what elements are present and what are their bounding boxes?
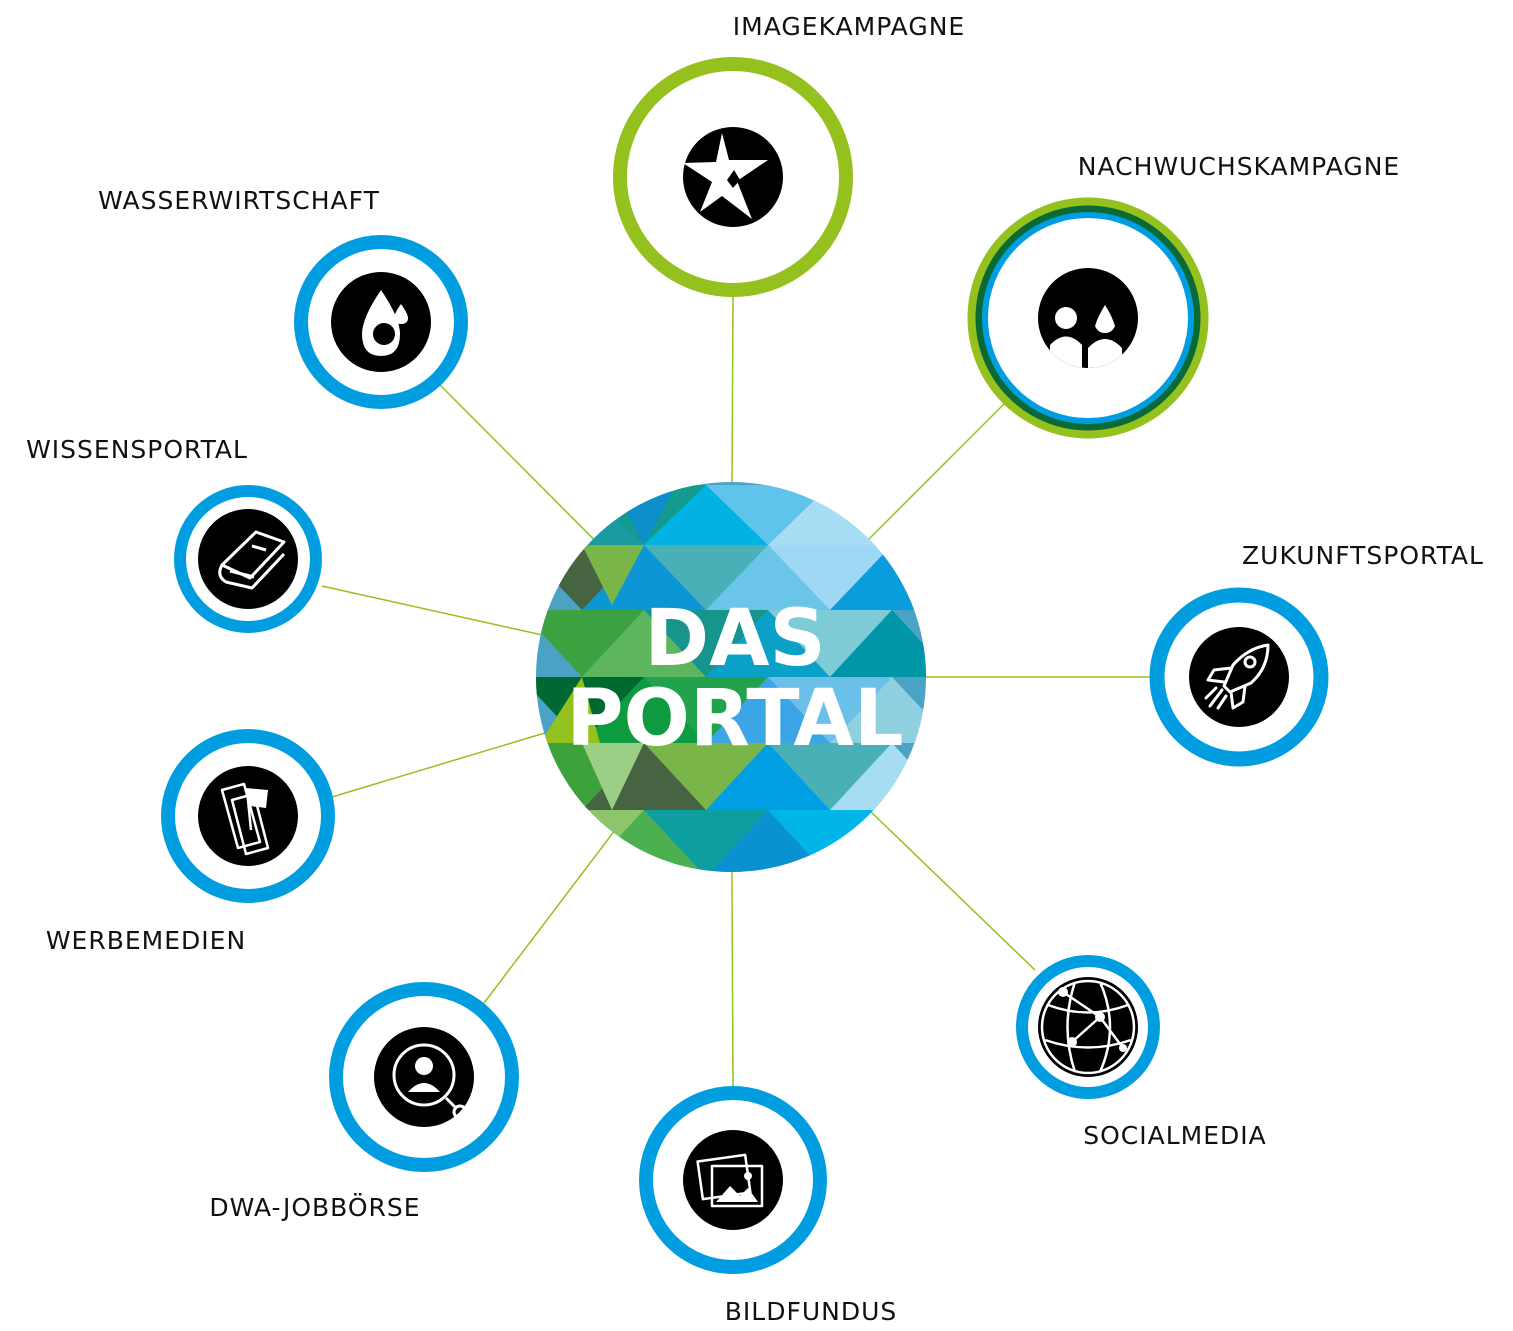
rocket-icon: [1189, 627, 1289, 727]
label-bildfundus[interactable]: BILDFUNDUS: [724, 1297, 898, 1326]
book-icon: [198, 509, 298, 609]
node-dwa-jobboerse[interactable]: [329, 982, 519, 1172]
hub-title-line1: DAS: [644, 594, 825, 684]
globe-network-icon: [1038, 977, 1138, 1077]
flyers-icon: [198, 766, 298, 866]
label-dwa-jobboerse[interactable]: DWA-JOBBÖRSE: [209, 1193, 421, 1222]
node-imagekampagne[interactable]: [613, 57, 853, 297]
images-icon: [683, 1130, 783, 1230]
portal-hub[interactable]: DAS PORTAL: [520, 475, 954, 885]
label-socialmedia[interactable]: SOCIALMEDIA: [1083, 1121, 1267, 1150]
person-search-icon: [374, 1027, 474, 1127]
label-zukunftsportal[interactable]: ZUKUNFTSPORTAL: [1242, 541, 1484, 570]
node-wasserwirtschaft[interactable]: [294, 235, 468, 409]
node-nachwuchskampagne[interactable]: [967, 197, 1209, 439]
node-zukunftsportal[interactable]: [1149, 587, 1329, 767]
hub-title-line2: PORTAL: [566, 674, 903, 764]
label-wissensportal[interactable]: WISSENSPORTAL: [26, 435, 248, 464]
label-imagekampagne[interactable]: IMAGEKAMPAGNE: [732, 12, 966, 41]
star-icon: [683, 127, 783, 227]
water-drop-icon: [331, 272, 431, 372]
label-nachwuchskampagne[interactable]: NACHWUCHSKAMPAGNE: [1077, 152, 1401, 181]
label-werbemedien[interactable]: WERBEMEDIEN: [45, 926, 247, 955]
node-socialmedia[interactable]: [1016, 955, 1160, 1099]
node-bildfundus[interactable]: [639, 1086, 827, 1274]
node-werbemedien[interactable]: [161, 729, 335, 903]
label-wasserwirtschaft[interactable]: WASSERWIRTSCHAFT: [98, 186, 380, 215]
node-wissensportal[interactable]: [174, 485, 322, 633]
